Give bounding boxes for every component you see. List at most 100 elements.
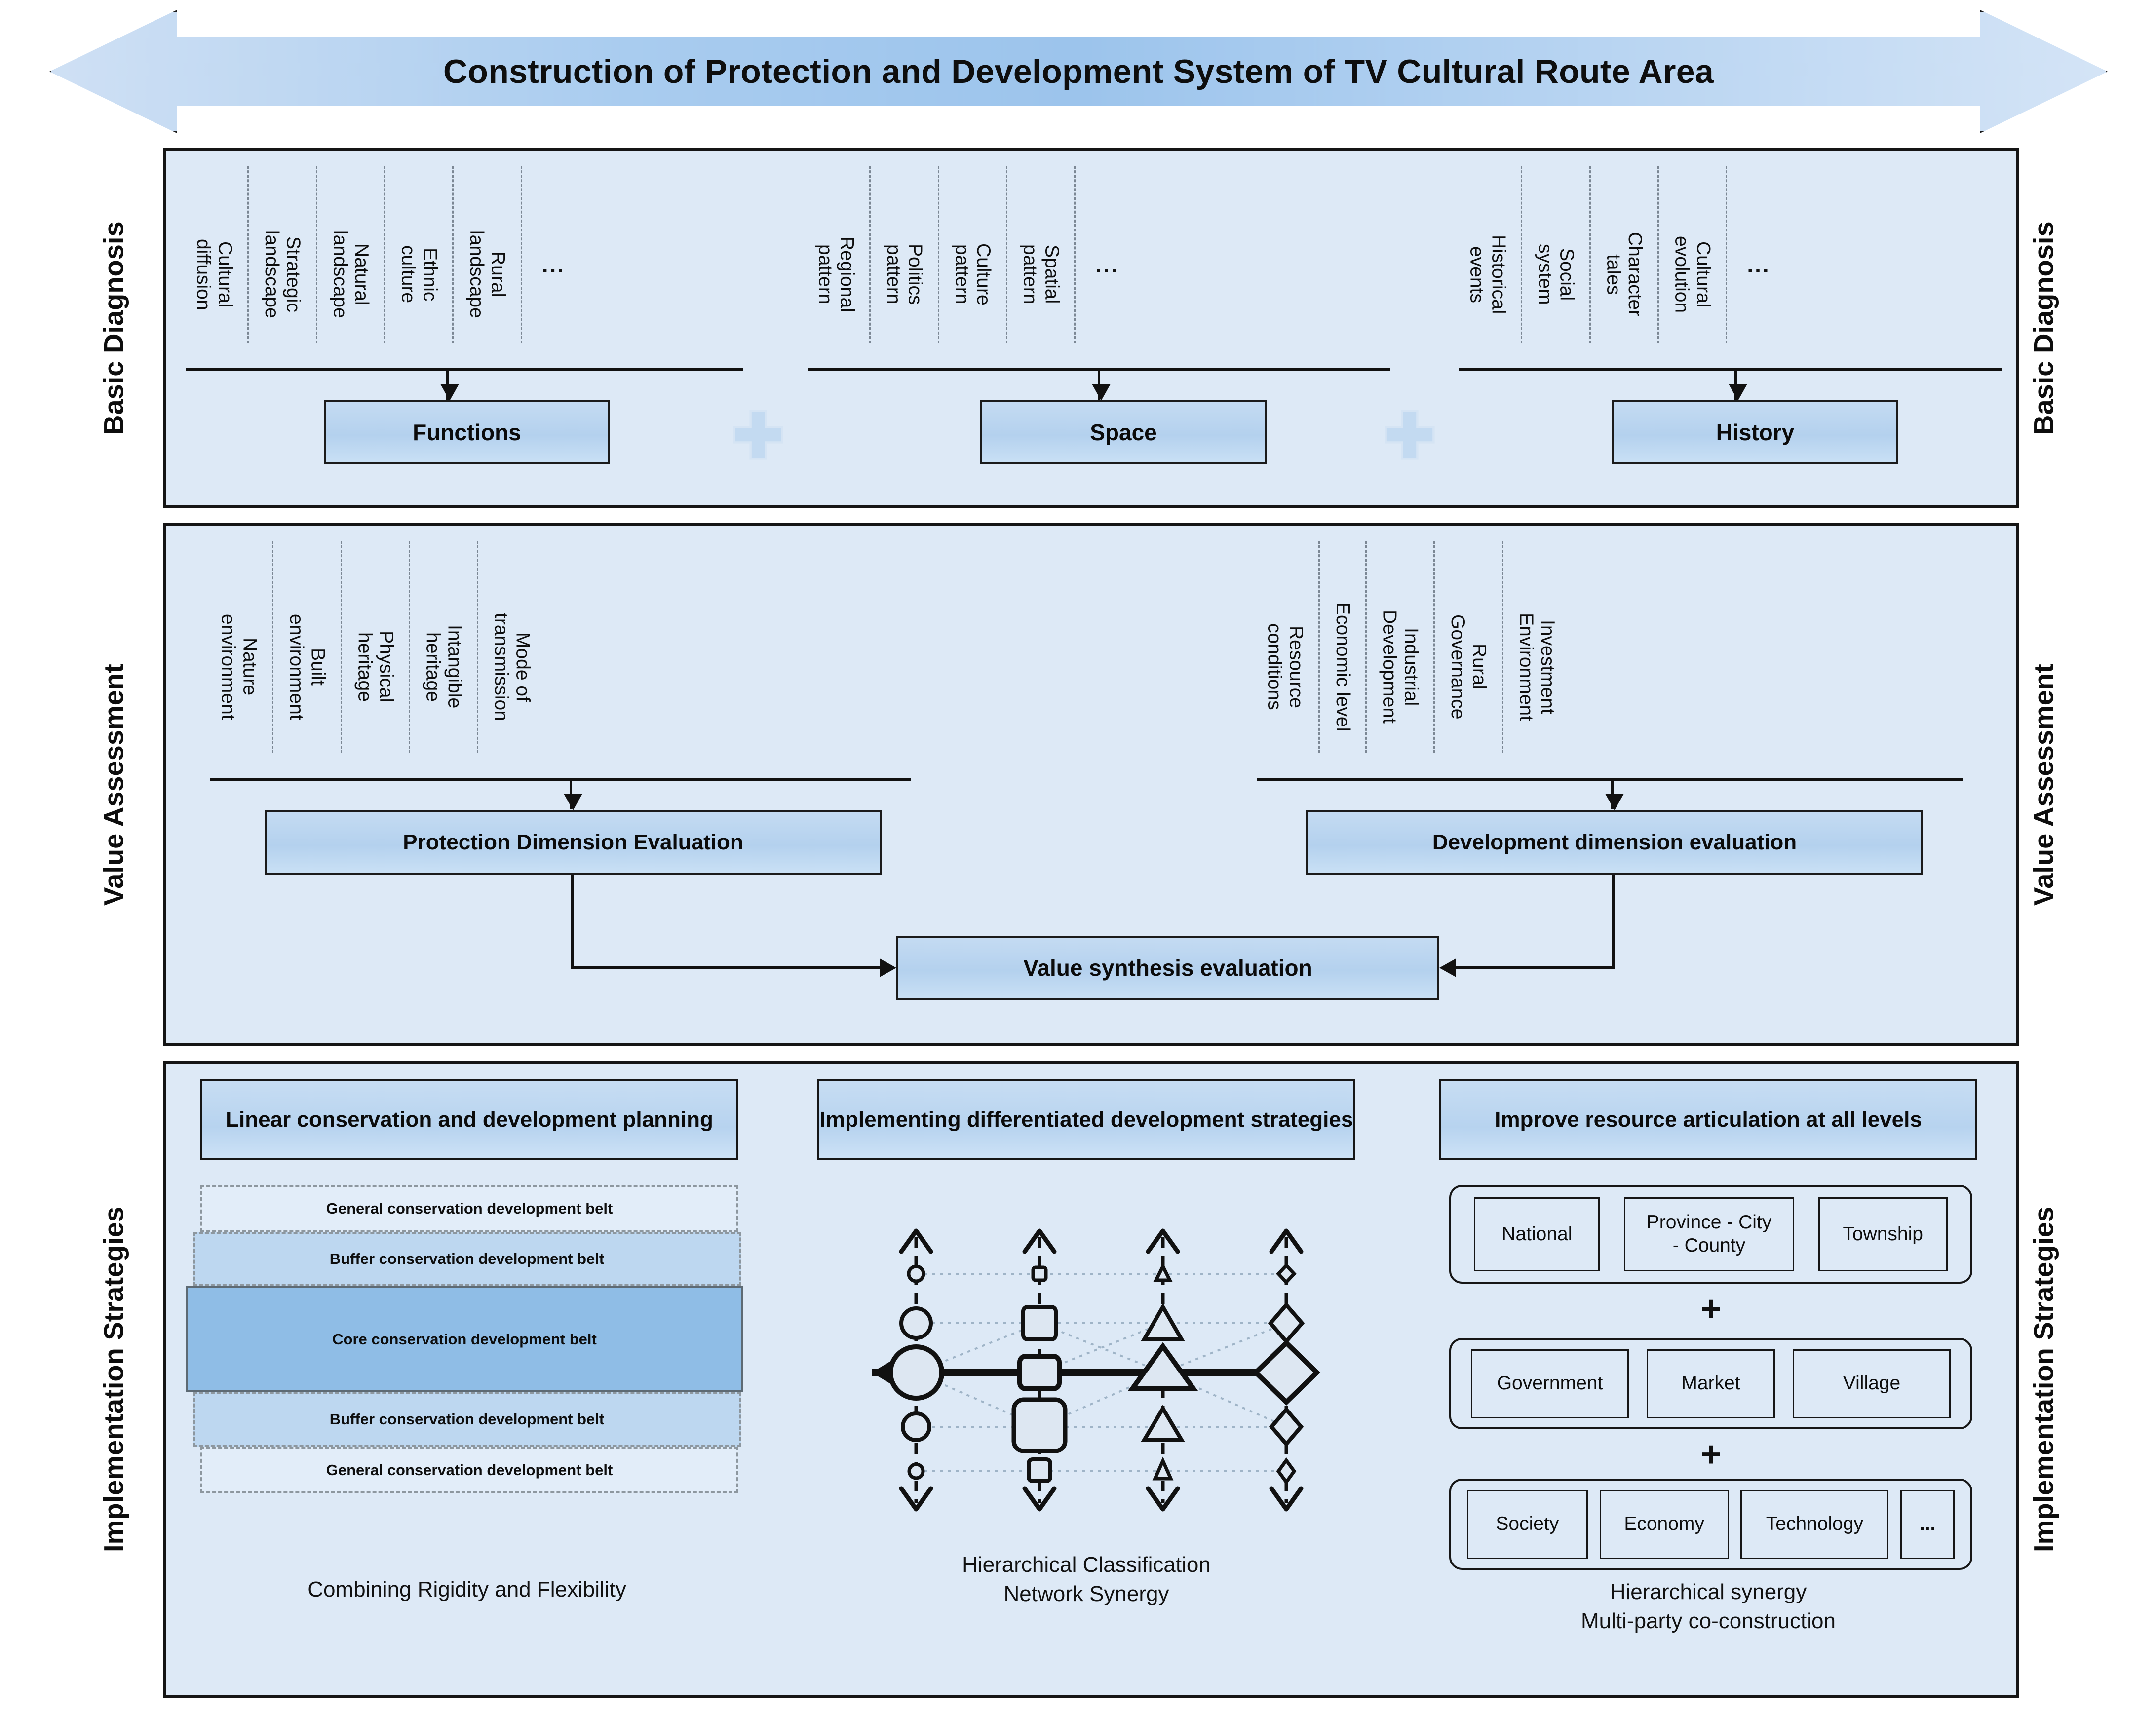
network-synergy-diagram [872, 1228, 1321, 1512]
section-label-basic-diagnosis-left: Basic Diagnosis [98, 221, 129, 435]
ellipsis-functions: ... [541, 252, 566, 277]
vlabel-separator [937, 166, 939, 343]
vlabel-mode-of-transmission: Mode of transmission [491, 612, 534, 721]
level-group-actors: Government Market Village [1449, 1338, 1972, 1429]
arrow-down-history [1729, 369, 1747, 401]
section-label-implementation-right: Implementation Strategies [2028, 1206, 2059, 1553]
vlabel-separator [1433, 541, 1435, 753]
vlabel-separator [869, 166, 871, 343]
group-rule-functions [186, 368, 743, 371]
section-implementation-strategies: Linear conservation and development plan… [163, 1061, 2019, 1698]
caption-differentiated-strategies: Hierarchical Classification Network Syne… [962, 1553, 1211, 1606]
section-basic-diagnosis: Cultural diffusion Strategic landscape N… [163, 148, 2019, 508]
belt-general-top[interactable]: General conservation development belt [200, 1185, 738, 1232]
section-label-value-assessment-left: Value Assessment [98, 664, 129, 906]
plus-joiner-1: + [1700, 1289, 1722, 1329]
vlabel-spatial-pattern: Spatial pattern [1019, 244, 1063, 305]
vlabel-strategic-landscape: Strategic landscape [261, 230, 304, 318]
section-value-assessment: Nature environment Built environment Phy… [163, 523, 2019, 1046]
level-group-domains: Society Economy Technology ... [1449, 1479, 1972, 1570]
vlabel-separator [1589, 166, 1591, 343]
vlabel-investment-environment: Investment Environment [1515, 612, 1559, 721]
group-rule-history [1459, 368, 2002, 371]
group-rule-protection [210, 778, 911, 781]
belt-core[interactable]: Core conservation development belt [186, 1286, 743, 1392]
vlabel-group-history: Historical events Social system Characte… [1459, 166, 1785, 363]
arrow-down-protection [564, 779, 582, 810]
vlabel-cultural-evolution: Cultural evolution [1671, 235, 1714, 313]
vlabel-group-functions: Cultural diffusion Strategic landscape N… [186, 166, 580, 363]
belt-general-bottom[interactable]: General conservation development belt [200, 1447, 738, 1493]
level-group-administrative: National Province - City - County Townsh… [1449, 1185, 1972, 1284]
connector-protection-vertical [571, 875, 574, 969]
vlabel-cultural-diffusion: Cultural diffusion [192, 238, 236, 310]
vlabel-nature-environment: Nature environment [217, 613, 261, 720]
level-cell-economy[interactable]: Economy [1599, 1489, 1729, 1559]
vlabel-separator [1502, 541, 1503, 753]
vlabel-separator [1318, 541, 1320, 753]
vlabel-rural-governance: Rural Governance [1447, 614, 1490, 720]
level-cell-society[interactable]: Society [1466, 1489, 1588, 1559]
heading-differentiated-strategies: Implementing differentiated development … [817, 1079, 1355, 1160]
level-cell-government[interactable]: Government [1471, 1349, 1629, 1418]
page-title: Construction of Protection and Developme… [443, 53, 1714, 90]
level-cell-technology[interactable]: Technology [1740, 1489, 1889, 1559]
ellipsis-space: ... [1095, 252, 1119, 277]
arrow-down-functions [440, 369, 459, 401]
box-development-dimension-evaluation[interactable]: Development dimension evaluation [1306, 810, 1923, 875]
box-functions[interactable]: Functions [324, 400, 610, 464]
vlabel-separator [272, 541, 274, 753]
caption-linear-conservation: Combining Rigidity and Flexibility [308, 1577, 626, 1602]
vlabel-politics-pattern: Politics pattern [883, 244, 926, 305]
vlabel-separator [247, 166, 249, 343]
arrow-down-space [1092, 369, 1111, 401]
vlabel-separator [340, 541, 342, 753]
vlabel-separator [315, 166, 317, 343]
plus-joiner-2: + [1700, 1435, 1722, 1474]
vlabel-separator [1521, 166, 1523, 343]
level-cell-market[interactable]: Market [1647, 1349, 1775, 1418]
vlabel-separator [1074, 166, 1076, 343]
level-cell-village[interactable]: Village [1793, 1349, 1951, 1418]
vlabel-culture-pattern: Culture pattern [951, 243, 995, 305]
vlabel-historical-events: Historical events [1466, 234, 1509, 314]
belt-buffer-bottom[interactable]: Buffer conservation development belt [193, 1392, 741, 1447]
vlabel-separator [1726, 166, 1728, 343]
level-cell-ellipsis[interactable]: ... [1900, 1489, 1955, 1559]
vlabel-social-system: Social system [1535, 244, 1578, 305]
connector-protection-to-synthesis [571, 966, 882, 969]
section-label-implementation-left: Implementation Strategies [98, 1206, 129, 1553]
vlabel-separator [1657, 166, 1659, 343]
plus-connector-icon [729, 405, 788, 464]
title-banner: Construction of Protection and Developme… [49, 10, 2108, 133]
box-space[interactable]: Space [980, 400, 1267, 464]
ellipsis-history: ... [1747, 252, 1771, 277]
vlabel-separator [452, 166, 454, 343]
belt-buffer-top[interactable]: Buffer conservation development belt [193, 1232, 741, 1286]
group-rule-development [1257, 778, 1963, 781]
caption-resource-articulation: Hierarchical synergy Multi-party co-cons… [1581, 1580, 1836, 1634]
vlabel-separator [520, 166, 522, 343]
box-history[interactable]: History [1612, 400, 1898, 464]
section-label-basic-diagnosis-right: Basic Diagnosis [2028, 221, 2059, 435]
heading-resource-articulation: Improve resource articulation at all lev… [1439, 1079, 1977, 1160]
box-value-synthesis-evaluation[interactable]: Value synthesis evaluation [896, 936, 1439, 1000]
vlabel-intangible-heritage: Intangible heritage [422, 625, 465, 709]
arrow-down-development [1605, 779, 1624, 810]
vlabel-separator [1365, 541, 1367, 753]
level-cell-township[interactable]: Township [1818, 1197, 1948, 1271]
level-cell-national[interactable]: National [1474, 1197, 1600, 1271]
vlabel-industrial-development: Industrial Development [1379, 610, 1422, 724]
vlabel-separator [384, 166, 386, 343]
vlabel-group-protection: Nature environment Built environment Phy… [210, 541, 540, 773]
vlabel-separator [409, 541, 411, 753]
heading-linear-conservation: Linear conservation and development plan… [200, 1079, 738, 1160]
connector-development-to-synthesis [1454, 966, 1615, 969]
box-protection-dimension-evaluation[interactable]: Protection Dimension Evaluation [265, 810, 882, 875]
vlabel-group-development: Resource conditions Economic level Indus… [1257, 541, 1565, 773]
level-cell-province-city-county[interactable]: Province - City - County [1623, 1197, 1794, 1271]
section-label-value-assessment-right: Value Assessment [2028, 664, 2059, 906]
vlabel-character-tales: Character tales [1603, 232, 1646, 317]
vlabel-ethnic-culture: Ethnic culture [397, 245, 441, 304]
plus-connector-icon [1380, 405, 1439, 464]
